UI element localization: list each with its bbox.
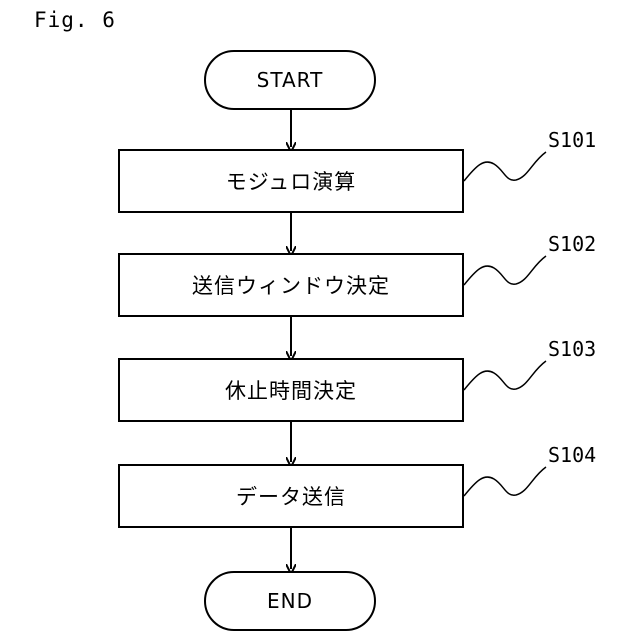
leader-line-s104 (464, 467, 546, 496)
process-label-s103: 休止時間決定 (225, 375, 357, 405)
process-label-s101: モジュロ演算 (226, 166, 357, 196)
process-label-s102: 送信ウィンドウ決定 (192, 270, 390, 300)
step-id-s101: S101 (548, 128, 596, 152)
leader-line-s101 (464, 152, 546, 181)
step-id-s104: S104 (548, 443, 596, 467)
process-box-s101: モジュロ演算 (118, 149, 464, 213)
leader-line-s103 (464, 361, 546, 390)
end-terminal: END (204, 571, 376, 631)
process-box-s102: 送信ウィンドウ決定 (118, 253, 464, 317)
start-label: START (257, 68, 324, 92)
leader-line-s102 (464, 256, 546, 285)
step-id-s103: S103 (548, 337, 596, 361)
start-terminal: START (204, 50, 376, 110)
process-box-s104: データ送信 (118, 464, 464, 528)
end-label: END (267, 589, 313, 613)
step-id-s102: S102 (548, 232, 596, 256)
process-box-s103: 休止時間決定 (118, 358, 464, 422)
process-label-s104: データ送信 (236, 481, 346, 511)
